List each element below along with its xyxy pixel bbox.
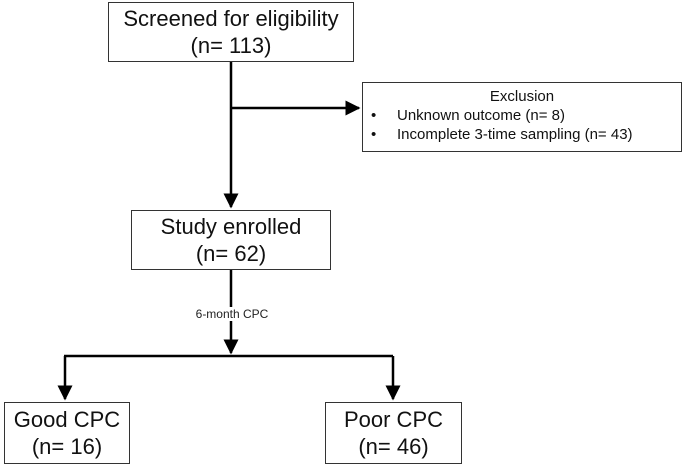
exclusion-item: • Unknown outcome (n= 8) — [371, 106, 673, 125]
exclusion-box: Exclusion • Unknown outcome (n= 8) • Incom… — [362, 82, 682, 152]
exclusion-item: • Incomplete 3-time sampling (n= 43) — [371, 125, 673, 144]
screened-count: (n= 113) — [190, 33, 272, 58]
split-label: 6-month CPC — [182, 307, 282, 321]
bullet-icon: • — [371, 126, 377, 144]
bullet-icon: • — [371, 107, 377, 125]
poor-cpc-title: Poor CPC — [343, 406, 444, 432]
enrolled-title: Study enrolled — [160, 213, 302, 239]
exclusion-title: Exclusion — [489, 88, 555, 105]
poor-cpc-box: Poor CPC (n= 46) — [325, 402, 462, 464]
good-cpc-count: (n= 16) — [31, 434, 103, 459]
exclusion-item-text: Unknown outcome (n= 8) — [397, 107, 566, 125]
enrolled-count: (n= 62) — [195, 241, 267, 266]
screened-box: Screened for eligibility (n= 113) — [108, 2, 354, 62]
screened-title: Screened for eligibility — [123, 5, 339, 31]
good-cpc-title: Good CPC — [13, 406, 121, 432]
enrolled-box: Study enrolled (n= 62) — [131, 210, 331, 270]
poor-cpc-count: (n= 46) — [358, 434, 429, 459]
exclusion-item-text: Incomplete 3-time sampling (n= 43) — [397, 126, 633, 144]
good-cpc-box: Good CPC (n= 16) — [4, 402, 130, 464]
